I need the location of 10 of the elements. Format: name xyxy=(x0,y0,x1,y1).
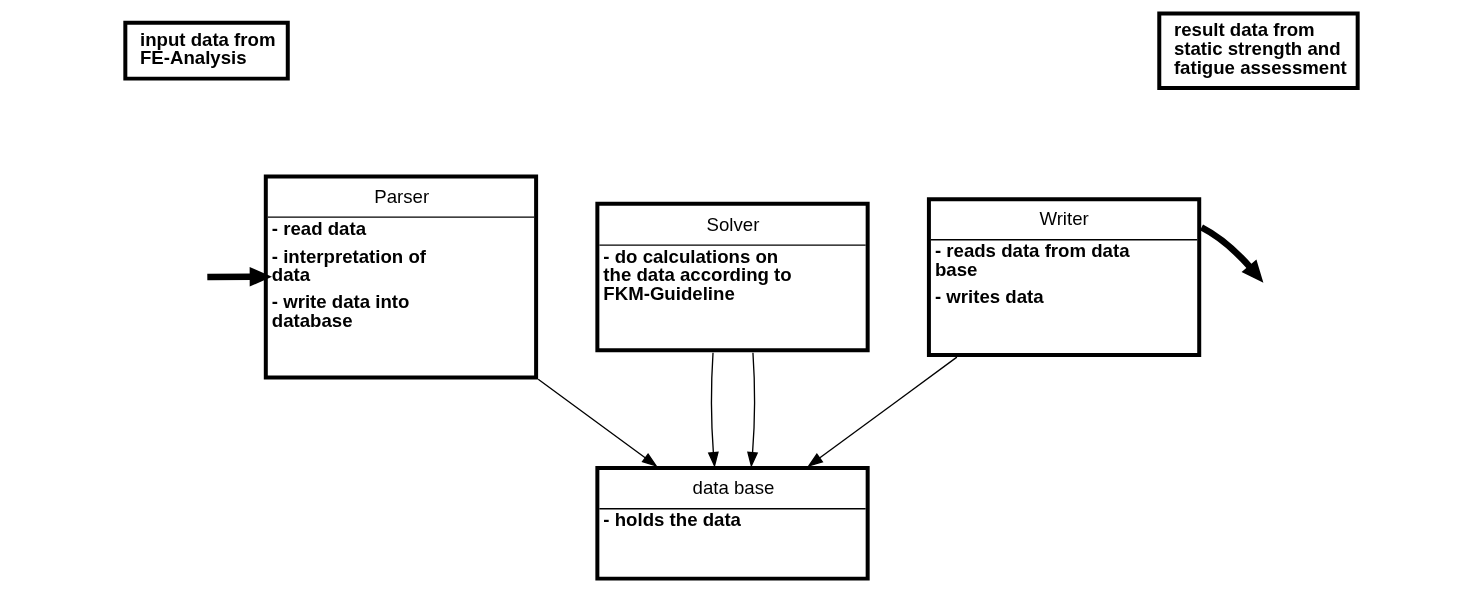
arrow xyxy=(206,267,272,287)
node-box: Solver - do calculations on the data according to FKM-Guideline xyxy=(594,201,870,353)
node-box: input data from FE-Analysis xyxy=(122,20,290,81)
arrow xyxy=(707,352,719,468)
arrow xyxy=(806,356,958,468)
arrow xyxy=(537,378,658,468)
node-box: data base - holds the data xyxy=(594,466,870,581)
arrow xyxy=(1199,224,1263,283)
arrow xyxy=(746,352,758,468)
node-box: result data from static strength and fatigue assessment xyxy=(1156,11,1360,90)
